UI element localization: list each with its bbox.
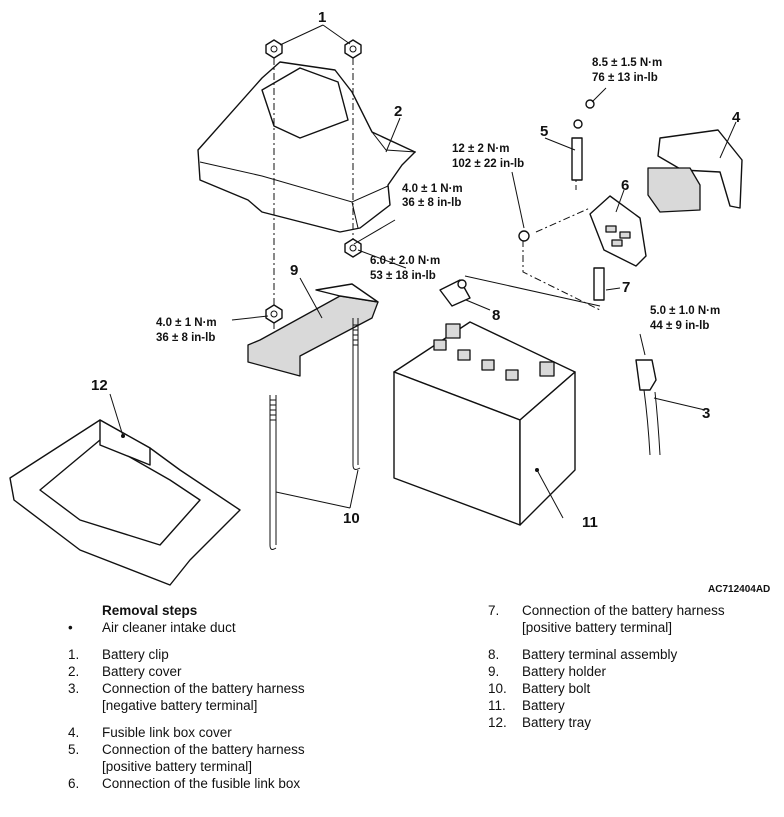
callout-5: 5 (540, 123, 548, 140)
list-gap (68, 636, 388, 646)
list-item: 3.Connection of the battery harness (68, 681, 305, 696)
figure-code: AC712404AD (708, 584, 770, 595)
callout-12: 12 (91, 377, 108, 394)
list-item: 10.Battery bolt (488, 681, 591, 696)
list-gap (68, 714, 388, 724)
list-item: 8.Battery terminal assembly (488, 647, 678, 662)
battery-holder-drawing (247, 283, 379, 377)
torque-clip-inlb: 36 ± 8 in-lb (156, 332, 215, 344)
list-gap (488, 636, 778, 646)
callout-8: 8 (492, 307, 500, 324)
callout-10: 10 (343, 510, 360, 527)
battery-drawing (393, 321, 576, 526)
list-item: 5.Connection of the battery harness (68, 742, 305, 757)
list-item: [positive battery terminal] (102, 759, 253, 774)
list-item: 7.Connection of the battery harness (488, 603, 725, 618)
battery-tray-drawing (9, 419, 241, 586)
list-item: 9.Battery holder (488, 664, 607, 679)
callout-7: 7 (622, 279, 630, 296)
fusible-link-box-drawing (589, 195, 647, 267)
torque-cover-inlb: 36 ± 8 in-lb (402, 197, 461, 209)
callout-11: 11 (582, 514, 598, 531)
list-item: 11.Battery (488, 698, 565, 713)
callout-2: 2 (394, 103, 402, 120)
list-item: [positive battery terminal] (522, 620, 673, 635)
callout-6: 6 (621, 177, 629, 194)
torque-negative-nm: 5.0 ± 1.0 N·m (650, 305, 720, 317)
battery-terminal-assembly-drawing (439, 279, 471, 307)
torque-cover-nm: 4.0 ± 1 N·m (402, 183, 463, 195)
removal-heading: Removal steps (102, 603, 198, 618)
torque-negative-inlb: 44 ± 9 in-lb (650, 320, 709, 332)
list-item: 12.Battery tray (488, 715, 592, 730)
torque-top-nm: 8.5 ± 1.5 N·m (592, 57, 662, 69)
fusible-link-box-cover-drawing (647, 129, 743, 213)
list-item: 6.Connection of the fusible link box (68, 776, 301, 791)
callout-4: 4 (732, 109, 741, 126)
list-item: •Air cleaner intake duct (68, 620, 236, 635)
list-item: [negative battery terminal] (102, 698, 258, 713)
list-item: 4.Fusible link box cover (68, 725, 232, 740)
negative-cable-drawing (635, 359, 661, 456)
removal-heading-row: Removal steps (68, 602, 388, 619)
torque-clip-nm: 4.0 ± 1 N·m (156, 317, 217, 329)
torque-holder-inlb: 53 ± 18 in-lb (370, 270, 436, 282)
torque-fuse-nut-inlb: 102 ± 22 in-lb (452, 158, 524, 170)
list-item: 1.Battery clip (68, 647, 169, 662)
removal-steps-left: Removal steps •Air cleaner intake duct 1… (68, 602, 388, 792)
callout-3: 3 (702, 405, 710, 422)
torque-top-inlb: 76 ± 13 in-lb (592, 72, 658, 84)
callout-9: 9 (290, 262, 298, 279)
removal-steps-right: 7.Connection of the battery harness [pos… (488, 602, 778, 731)
battery-cover-drawing (197, 61, 417, 233)
torque-fuse-nut-nm: 12 ± 2 N·m (452, 143, 509, 155)
battery-bolt-drawing (269, 318, 361, 550)
callout-1: 1 (318, 9, 326, 26)
list-item: 2.Battery cover (68, 664, 182, 679)
exploded-view-diagram: 1 2 3 4 5 6 7 8 9 10 11 12 4.0 ± 1 N·m 3… (9, 9, 770, 595)
torque-holder-nm: 6.0 ± 2.0 N·m (370, 255, 440, 267)
